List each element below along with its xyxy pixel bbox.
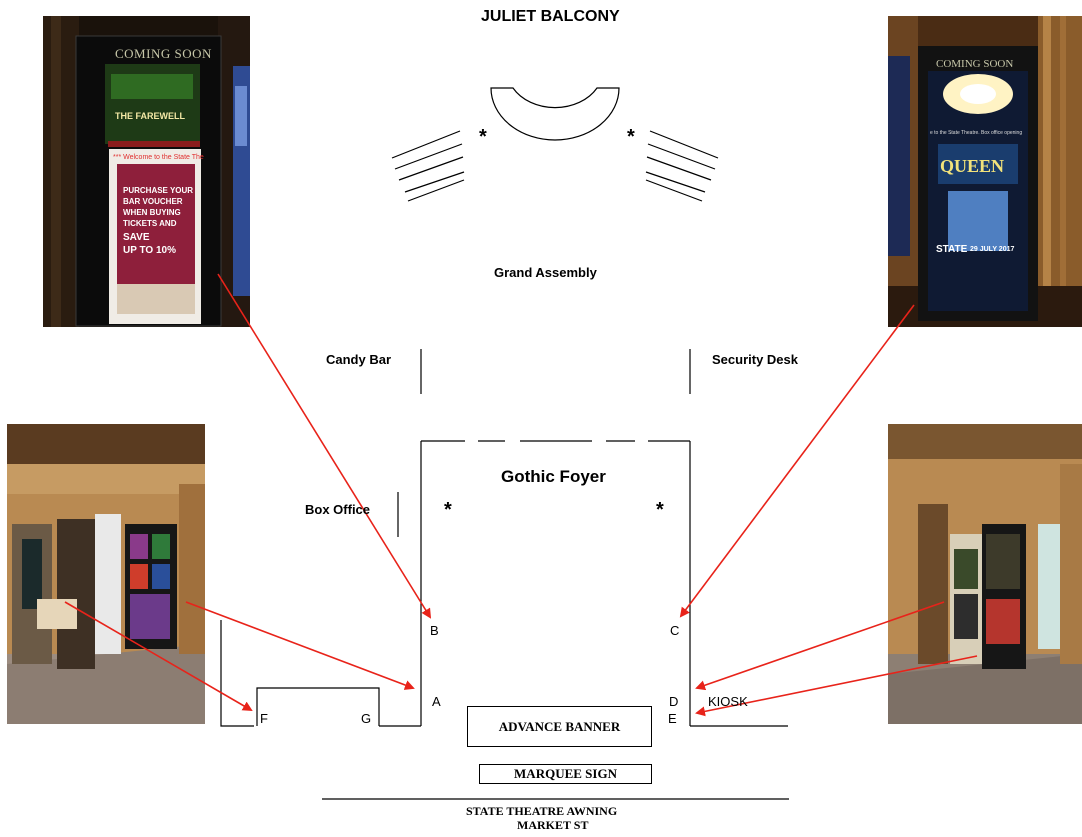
promo-line-1: PURCHASE YOUR [123, 186, 194, 195]
coming-soon-text-right: COMING SOON [936, 58, 1014, 70]
queen-title-text: QUEEN [940, 156, 1005, 176]
marker-c: C [670, 623, 680, 638]
gothic-foyer-label: Gothic Foyer [501, 467, 606, 486]
marquee-sign-box: MARQUEE SIGN [479, 764, 652, 784]
coming-soon-text: COMING SOON [115, 46, 212, 61]
awning-label: STATE THEATRE AWNING [466, 804, 618, 818]
street-name-label: MARKET ST [517, 818, 589, 832]
welcome-ticker-text-right: e to the State Theatre. Box office openi… [930, 130, 1023, 136]
promo-line-3: WHEN BUYING [123, 208, 181, 217]
venue-text: STATE [936, 244, 968, 255]
date-text: 29 JULY 2017 [970, 246, 1015, 253]
show-title-text: THE FAREWELL [115, 111, 185, 121]
marker-a: A [432, 694, 441, 709]
marker-b: B [430, 623, 439, 638]
arrow-to-f [64, 601, 253, 712]
security-desk-label: Security Desk [712, 352, 798, 367]
photo-entrance-left [7, 424, 205, 724]
asterisk-foyer-left: * [444, 499, 452, 521]
candy-bar-label: Candy Bar [326, 352, 392, 367]
marker-f: F [260, 711, 268, 726]
box-office-label: Box Office [305, 502, 371, 517]
juliet-balcony-shape [490, 87, 620, 141]
marker-e: E [668, 711, 677, 726]
juliet-balcony-title: JULIET BALCONY [481, 8, 620, 25]
left-seating-lines [391, 130, 465, 202]
arrow-to-e [695, 655, 978, 717]
promo-line-2: BAR VOUCHER [123, 197, 183, 206]
asterisk-balcony-left: * [479, 126, 487, 148]
kiosk-label: KIOSK [708, 694, 748, 709]
asterisk-foyer-right: * [656, 499, 664, 521]
arrow-to-d [695, 601, 945, 691]
arrow-to-b [217, 273, 432, 619]
asterisk-balcony-right: * [627, 126, 635, 148]
advance-banner-label: ADVANCE BANNER [498, 718, 621, 734]
arrow-to-c [679, 304, 915, 618]
photo-coming-soon-right: COMING SOON e to the State Theatre. Box … [888, 16, 1082, 327]
arrow-to-a [185, 601, 415, 690]
welcome-ticker-text: *** Welcome to the State The [113, 154, 204, 161]
marker-g: G [361, 711, 372, 726]
photo-arrows [64, 273, 978, 717]
advance-banner-box: ADVANCE BANNER [467, 706, 652, 747]
marquee-sign-label: MARQUEE SIGN [514, 766, 617, 781]
promo-line-5: SAVE [123, 232, 150, 243]
photo-kiosk-right [888, 424, 1082, 724]
photo-coming-soon-left: COMING SOON THE FAREWELL *** Welcome to … [43, 16, 250, 327]
marker-d: D [669, 694, 679, 709]
promo-line-4: TICKETS AND [123, 219, 177, 228]
entrance-walls [220, 620, 421, 727]
right-seating-lines [645, 130, 719, 202]
grand-assembly-label: Grand Assembly [494, 265, 597, 280]
promo-line-6: UP TO 10% [123, 245, 176, 256]
